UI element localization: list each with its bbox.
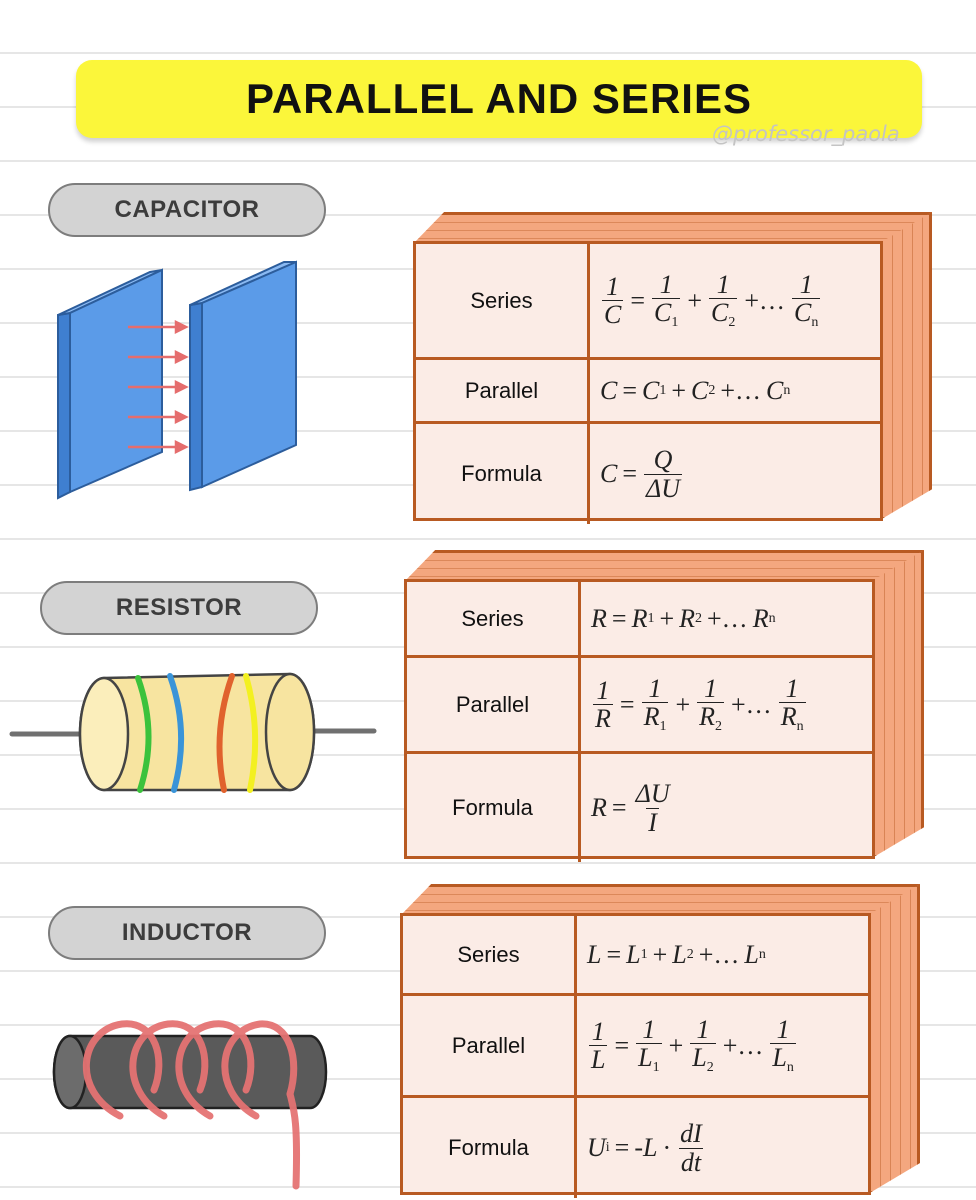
- field-arrows: [128, 319, 189, 455]
- box-side-inductor: [868, 884, 920, 1194]
- resistor-body: [78, 672, 316, 792]
- row-label-formula: Formula: [403, 1098, 577, 1198]
- box-side-resistor: [872, 550, 924, 858]
- row-label-formula: Formula: [416, 424, 590, 524]
- page-title: PARALLEL AND SERIES: [246, 75, 752, 122]
- inductor-core: [52, 1034, 328, 1110]
- box-top-inductor: [400, 884, 920, 916]
- row-label-parallel: Parallel: [403, 996, 577, 1098]
- title-banner: PARALLEL AND SERIES: [76, 60, 922, 138]
- section-label-capacitor: CAPACITOR: [48, 183, 326, 237]
- row-label-parallel: Parallel: [407, 658, 581, 754]
- row-label-formula: Formula: [407, 754, 581, 862]
- row-label-series: Series: [403, 916, 577, 996]
- row-label-parallel: Parallel: [416, 360, 590, 424]
- section-label-resistor: RESISTOR: [40, 581, 318, 635]
- resistor-color-bands: [135, 673, 259, 793]
- box-top-capacitor: [413, 212, 932, 244]
- capacitor-plate-left: [57, 268, 163, 500]
- box-top-resistor: [404, 550, 924, 582]
- section-label-inductor: INDUCTOR: [48, 906, 326, 960]
- inductor-coil: [82, 1020, 301, 1190]
- capacitor-plate-right: [189, 260, 297, 492]
- watermark: @professor_paola: [712, 122, 900, 146]
- row-label-series: Series: [407, 582, 581, 658]
- box-side-capacitor: [880, 212, 932, 520]
- row-label-series: Series: [416, 244, 590, 360]
